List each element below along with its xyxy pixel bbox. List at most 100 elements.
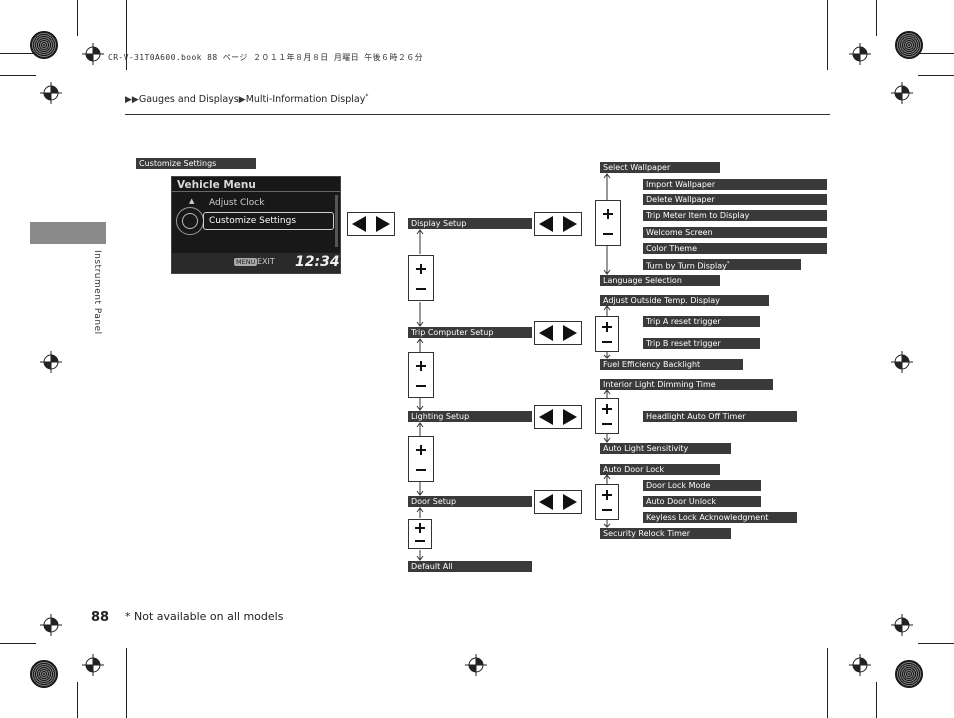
setting-item: Welcome Screen <box>643 227 827 238</box>
setting-item: Interior Light Dimming Time <box>600 379 773 390</box>
color-rosette-icon <box>895 660 923 688</box>
menu-display-setup: Display Setup <box>408 218 532 229</box>
left-arrow-icon <box>539 216 553 232</box>
left-arrow-icon <box>352 216 366 232</box>
plus-minus-selector <box>408 352 434 398</box>
registration-mark-icon <box>40 351 62 373</box>
crop-mark <box>827 0 828 70</box>
setting-item-with-footnote: Turn by Turn Display* <box>643 259 801 270</box>
setting-item: Language Selection <box>600 275 720 286</box>
registration-mark-icon <box>891 351 913 373</box>
setting-item: Delete Wallpaper <box>643 194 827 205</box>
right-arrow-icon <box>376 216 390 232</box>
left-right-selector <box>534 405 582 429</box>
menu-lighting-setup: Lighting Setup <box>408 411 532 422</box>
plus-minus-selector <box>408 519 432 549</box>
right-arrow-icon <box>563 216 577 232</box>
color-rosette-icon <box>895 31 923 59</box>
crop-mark <box>918 643 954 644</box>
screen-menu-item-selected: Customize Settings <box>209 216 297 226</box>
footnote: * Not available on all models <box>125 610 284 623</box>
menu-default-all: Default All <box>408 561 532 572</box>
breadcrumb-arrows: ▶▶ <box>125 95 139 106</box>
registration-mark-icon <box>891 82 913 104</box>
print-header: CR-V-31T0A600.book 88 ページ ２０１１年８月８日 月曜日 … <box>108 53 424 62</box>
setting-item: Color Theme <box>643 243 827 254</box>
left-right-selector <box>534 490 582 514</box>
setting-item: Auto Door Unlock <box>643 496 761 507</box>
registration-mark-icon <box>82 43 104 65</box>
breadcrumb-separator: ▶ <box>238 95 246 106</box>
registration-mark-icon <box>40 614 62 636</box>
page-number: 88 <box>91 610 110 625</box>
plus-minus-selector <box>595 398 619 434</box>
setting-item: Keyless Lock Acknowledgment <box>643 512 797 523</box>
registration-mark-icon <box>849 43 871 65</box>
setting-item: Turn by Turn Display <box>646 261 727 270</box>
crop-mark <box>876 0 877 36</box>
setting-item: Fuel Efficiency Backlight <box>600 359 743 370</box>
screen-divider <box>172 191 340 192</box>
registration-mark-icon <box>40 82 62 104</box>
color-rosette-icon <box>30 660 58 688</box>
crop-mark <box>77 682 78 718</box>
color-rosette-icon <box>30 31 58 59</box>
crop-mark <box>126 0 127 70</box>
crop-mark <box>0 643 36 644</box>
setting-item: Door Lock Mode <box>643 480 761 491</box>
registration-mark-icon <box>82 654 104 676</box>
screen-title: Vehicle Menu <box>177 179 256 191</box>
crop-mark <box>0 53 36 54</box>
vehicle-screen: Vehicle Menu ▲ Adjust Clock Customize Se… <box>171 176 341 274</box>
plus-minus-selector <box>408 436 434 482</box>
breadcrumb-page: Multi-Information Display <box>245 94 366 106</box>
menu-button-icon: MENU <box>234 258 258 266</box>
screen-selection-box <box>203 212 334 230</box>
screen-up-arrow-icon: ▲ <box>189 197 195 205</box>
registration-mark-icon <box>849 654 871 676</box>
setting-item: Adjust Outside Temp. Display <box>600 295 769 306</box>
left-arrow-icon <box>539 494 553 510</box>
crop-mark <box>918 75 954 76</box>
left-right-selector <box>347 212 395 236</box>
screen-menu-item: Adjust Clock <box>209 198 265 208</box>
section-thumb-tab <box>30 222 106 244</box>
setting-item: Auto Door Lock <box>600 464 720 475</box>
setting-item: Import Wallpaper <box>643 179 827 190</box>
left-arrow-icon <box>539 409 553 425</box>
right-arrow-icon <box>563 494 577 510</box>
breadcrumb-section-link[interactable]: Gauges and Displays <box>138 94 239 106</box>
plus-minus-selector <box>408 255 434 301</box>
crop-mark <box>876 682 877 718</box>
crop-mark <box>827 648 828 718</box>
menu-trip-computer-setup: Trip Computer Setup <box>408 327 532 338</box>
registration-mark-icon <box>465 654 487 676</box>
plus-minus-selector <box>595 484 619 520</box>
breadcrumb-asterisk: * <box>365 93 369 100</box>
menu-door-setup: Door Setup <box>408 496 532 507</box>
setting-item: Auto Light Sensitivity <box>600 443 731 454</box>
plus-minus-selector <box>595 200 621 246</box>
crop-mark <box>918 53 954 54</box>
setting-item: Headlight Auto Off Timer <box>643 411 797 422</box>
setting-item: Trip A reset trigger <box>643 316 760 327</box>
root-label: Customize Settings <box>136 158 256 169</box>
registration-mark-icon <box>891 614 913 636</box>
side-tab-label: Instrument Panel <box>92 250 102 335</box>
left-right-selector <box>534 212 582 236</box>
plus-minus-selector <box>595 316 619 352</box>
breadcrumb: ▶▶Gauges and Displays▶Multi-Information … <box>125 93 368 105</box>
header-rule <box>125 114 830 115</box>
left-right-selector <box>534 321 582 345</box>
setting-item: Trip B reset trigger <box>643 338 760 349</box>
screen-clock: 12:34 <box>295 254 340 270</box>
selector-dial-center-icon <box>182 213 198 229</box>
right-arrow-icon <box>563 325 577 341</box>
setting-item: Trip Meter Item to Display <box>643 210 827 221</box>
right-arrow-icon <box>563 409 577 425</box>
left-arrow-icon <box>539 325 553 341</box>
footnote-mark: * <box>726 261 730 267</box>
screen-scrollbar <box>335 195 338 247</box>
setting-item: Select Wallpaper <box>600 162 720 173</box>
